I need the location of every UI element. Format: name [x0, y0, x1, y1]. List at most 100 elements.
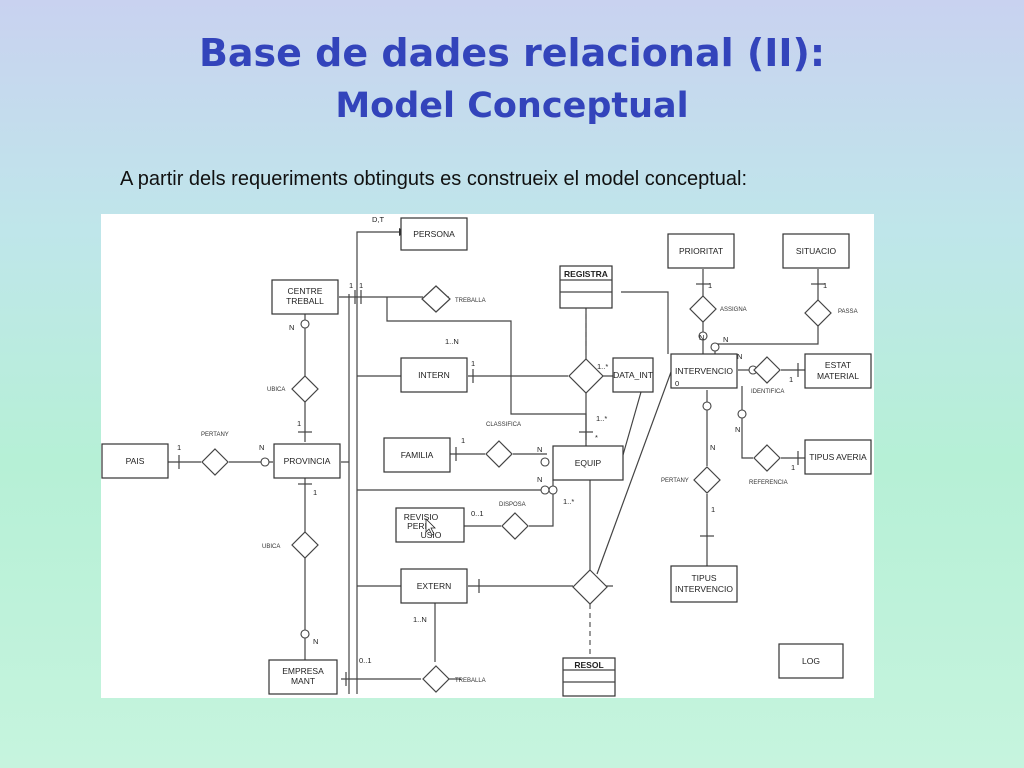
entity-provincia: PROVINCIA [273, 443, 341, 479]
entity-label: USIO [421, 530, 442, 540]
cardinality-label: 1 [789, 375, 793, 384]
relationship-passa: PASSA [804, 299, 858, 327]
entity-label: PROVINCIA [284, 456, 331, 466]
relationship-label: UBICA [262, 544, 280, 550]
cardinality-label: 1 [711, 505, 715, 514]
entity-log: LOG [778, 643, 844, 679]
cardinality-label: 1 [359, 281, 363, 290]
cardinality-label: 1 [177, 443, 181, 452]
cardinality-label: 0 [675, 379, 679, 388]
entity-familia: FAMILIA [383, 437, 451, 473]
entity-label: LOG [802, 656, 820, 666]
cardinality-label: 1 [313, 488, 317, 497]
entity-intervencio: INTERVENCIO [670, 353, 738, 389]
relationship-classifica: CLASSIFICA [485, 422, 521, 468]
entity-estat-material: ESTAT MATERIAL [804, 353, 872, 389]
cardinality-label: 0..1 [471, 509, 484, 518]
slide-title: Base de dades relacional (II): [198, 31, 826, 75]
relationship-label: PERTANY [661, 478, 689, 484]
relationship-label: PASSA [838, 309, 858, 315]
entity-label: REGISTRA [564, 269, 608, 279]
entity-label: PRIORITAT [679, 246, 723, 256]
entity-label: FAMILIA [401, 450, 434, 460]
entity-persona: PERSONA [400, 217, 468, 251]
cardinality-label: 1..N [413, 615, 427, 624]
cardinality-label: N [289, 323, 294, 332]
slide-subtitle: Model Conceptual [335, 86, 689, 126]
entity-pais: PAIS [101, 443, 169, 479]
cardinality-label: 1 [823, 281, 827, 290]
cardinality-label: * [595, 433, 598, 442]
cardinality-label: 0..1 [359, 656, 372, 665]
cardinality-label: N [537, 445, 542, 454]
relationship-label: IDENTIFICA [751, 389, 784, 395]
entity-label: DATA_INT [613, 370, 653, 380]
cardinality-label: 1 [708, 281, 712, 290]
entity-revisio-periodica: REVISIO PERI USIO [395, 507, 465, 543]
intro-text: A partir dels requeriments obtinguts es … [120, 168, 748, 190]
entity-label: TREBALL [286, 296, 324, 306]
entity-label: REVISIO [404, 512, 439, 522]
relationship-label: CLASSIFICA [486, 422, 521, 428]
entity-label: MATERIAL [817, 371, 859, 381]
entity-label: TIPUS [691, 573, 716, 583]
cardinality-label: N [735, 425, 740, 434]
entity-label: CENTRE [288, 286, 323, 296]
entity-label: RESOL [574, 660, 603, 670]
cardinality-label: 1 [791, 463, 795, 472]
cardinality-label: 1 [297, 419, 301, 428]
entity-label: PERI [407, 521, 427, 531]
cardinality-label: N [699, 333, 704, 342]
cardinality-label: 1 [461, 436, 465, 445]
cardinality-label: 1 [471, 359, 475, 368]
cardinality-label: 1 [349, 281, 353, 290]
relationship-label: REFERENCIA [749, 480, 788, 486]
relationship-treballa-top: TREBALLA [421, 285, 486, 313]
cardinality-labels: D,T 1 1 1..N 1 1..* 1..* * N 1 1 N 1 N N… [177, 215, 827, 665]
relationship-label: ASSIGNA [720, 307, 747, 313]
entity-situacio: SITUACIO [782, 233, 850, 269]
relationship-pertany-left: PERTANY [201, 432, 229, 476]
entity-label: EXTERN [417, 581, 451, 591]
relationship-label: DISPOSA [499, 502, 526, 508]
entity-label: MANT [291, 676, 315, 686]
relationship-assigna: ASSIGNA [689, 295, 747, 323]
entity-tipus-averia: TIPUS AVERIA [804, 439, 872, 475]
cardinality-label: N [537, 475, 542, 484]
cardinality-label: 1..* [563, 497, 574, 506]
entity-equip: EQUIP [552, 445, 624, 481]
cardinality-label: N [259, 443, 264, 452]
relationship-treballa-bottom: TREBALLA [422, 665, 486, 693]
entity-label: EMPRESA [282, 666, 324, 676]
relationship-referencia: REFERENCIA [749, 444, 788, 486]
entity-empresa-mant: EMPRESA MANT [268, 659, 338, 695]
relationship-label: TREBALLA [455, 298, 486, 304]
entity-resol: RESOL [562, 657, 616, 697]
cardinality-label: 1..* [597, 362, 608, 371]
cardinality-label: N [313, 637, 318, 646]
relationship-label: PERTANY [201, 432, 229, 438]
relationship-label: UBICA [267, 387, 285, 393]
cardinality-label: D,T [372, 215, 385, 224]
mouse-pointer-icon [425, 518, 436, 536]
entity-label: SITUACIO [796, 246, 837, 256]
entity-label: PERSONA [413, 229, 455, 239]
entity-label: INTERN [418, 370, 450, 380]
entity-centre-treball: CENTRE TREBALL [271, 279, 339, 315]
relationship-resol-diamond [572, 569, 608, 605]
entity-extern: EXTERN [400, 568, 468, 604]
entity-label: TIPUS AVERIA [809, 452, 867, 462]
relationship-pertany-right: PERTANY [661, 466, 721, 494]
entity-registra: REGISTRA [559, 265, 613, 309]
relationship-ubica-top: UBICA [267, 375, 319, 403]
entity-label: EQUIP [575, 458, 602, 468]
cardinality-label: N [710, 443, 715, 452]
cardinality-label: 1..N [445, 337, 459, 346]
er-diagram: PERSONA CENTRE TREBALL REGISTRA PRIORITA… [101, 214, 874, 698]
relationship-ubica-bottom: UBICA [262, 531, 319, 559]
cardinality-label: N [723, 335, 728, 344]
relationship-registra-diamond [568, 358, 604, 394]
relationship-identifica: IDENTIFICA [751, 356, 784, 395]
relationship-label: TREBALLA [455, 678, 486, 684]
entity-label: INTERVENCIO [675, 366, 733, 376]
